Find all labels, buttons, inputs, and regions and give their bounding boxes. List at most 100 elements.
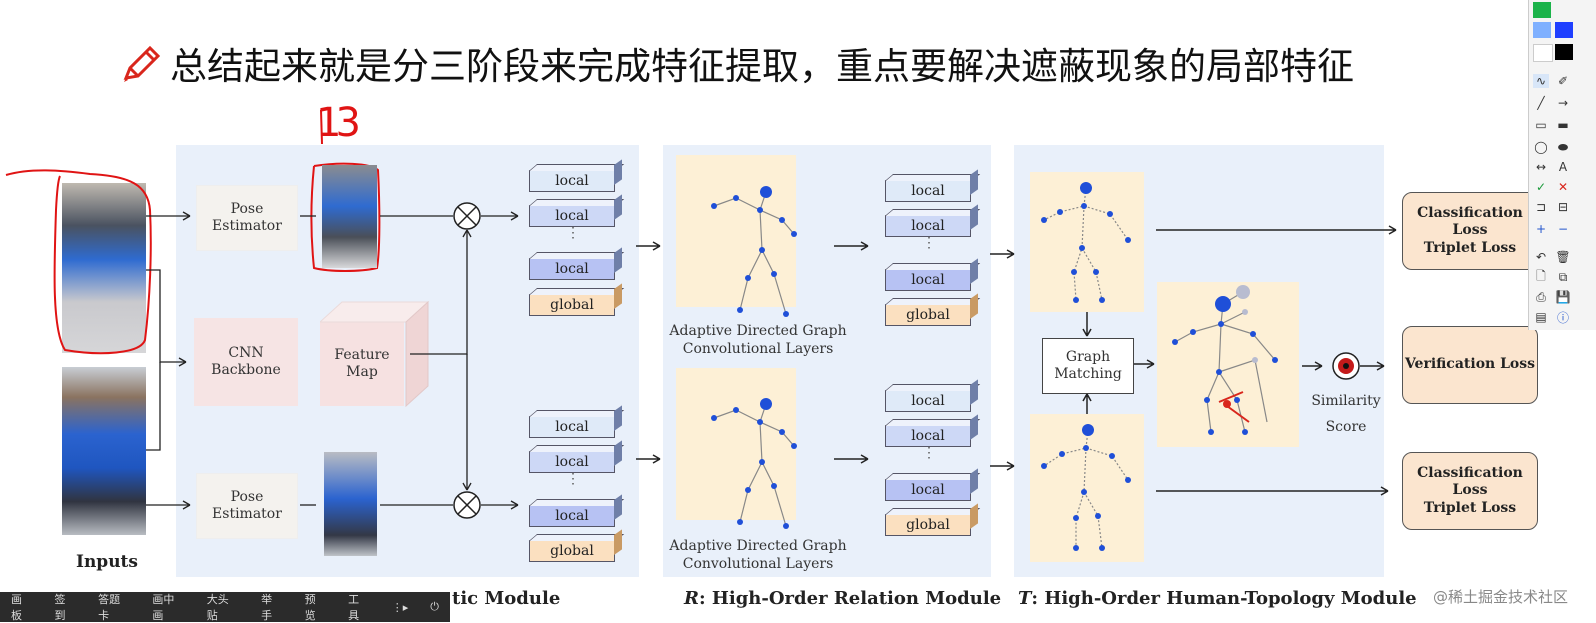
- input-image-top: [62, 183, 146, 353]
- token-r-bottom-1: local: [885, 390, 971, 412]
- rectangle-tool-icon[interactable]: ▭: [1535, 118, 1547, 132]
- cnn-line2: Backbone: [211, 362, 281, 378]
- token-r-top-1: local: [885, 180, 971, 202]
- module-r-letter: R: [684, 588, 699, 609]
- arrows-r-to-t: [990, 249, 1015, 471]
- feature-line1: Feature: [334, 346, 390, 363]
- toolbar-item-board[interactable]: 画板: [11, 593, 22, 622]
- graph-matching-line1: Graph: [1065, 348, 1111, 365]
- check-icon[interactable]: ✓: [1535, 180, 1547, 194]
- token-s-top-2: local: [529, 205, 615, 227]
- loss-top-line1: Classification Loss: [1417, 204, 1523, 239]
- line-tool-icon[interactable]: ╱: [1537, 96, 1545, 110]
- loss-bottom-line1: Classification Loss: [1417, 464, 1523, 499]
- pose-image-bottom: [324, 452, 377, 556]
- color-swatch-white[interactable]: [1533, 44, 1553, 62]
- cross-icon[interactable]: ✕: [1557, 180, 1569, 194]
- adg-caption-top-2: Convolutional Layers: [682, 341, 834, 358]
- topology-output-arrows: [1156, 225, 1397, 496]
- annotation-number: 13: [316, 100, 361, 146]
- color-swatch-lightblue[interactable]: [1533, 22, 1551, 38]
- drawing-palette: ∿ ✐ ╱ → ▭ ▬ ◯ ⬬ ↔ A ✓ ✕ ⊐ ⊟ + − ↶ 🗑 🗋 ⧉ …: [1528, 0, 1596, 330]
- plus-icon[interactable]: +: [1535, 222, 1547, 236]
- inputs-label: Inputs: [76, 552, 138, 572]
- arrows-r-internal: [834, 241, 869, 464]
- skeleton-graph-t-top: [1041, 182, 1131, 303]
- token-s-bottom-ellipsis: ⋮: [566, 471, 580, 487]
- token-s-bottom-2: local: [529, 451, 615, 473]
- feature-map: Feature Map: [320, 322, 404, 406]
- loss-box-bottom: Classification Loss Triplet Loss: [1402, 452, 1538, 530]
- info-icon[interactable]: ⓘ: [1556, 310, 1569, 325]
- double-arrow-icon[interactable]: ↔: [1535, 160, 1547, 174]
- topology-graph-top: [1030, 172, 1144, 312]
- token-r-top-3: local: [885, 269, 971, 291]
- toolbar-item-preview[interactable]: 预览: [304, 593, 316, 622]
- skeleton-graph-t-bottom: [1041, 424, 1131, 551]
- token-s-top-global: global: [529, 294, 615, 316]
- new-page-icon[interactable]: 🗋: [1536, 268, 1546, 283]
- toolbar-more-icon[interactable]: ⋮▸: [391, 600, 409, 614]
- color-swatch-blue[interactable]: [1555, 22, 1573, 38]
- pencil-icon: [123, 45, 161, 82]
- token-s-bottom-3: local: [529, 505, 615, 527]
- token-r-top-2: local: [885, 215, 971, 237]
- token-s-top-3: local: [529, 258, 615, 280]
- loss-top-line2: Triplet Loss: [1423, 239, 1517, 256]
- pen-tool-icon[interactable]: ∿: [1533, 74, 1549, 88]
- module-t-text: : High-Order Human-Topology Module: [1031, 588, 1417, 609]
- module-label-s: tic Module: [452, 588, 561, 609]
- similarity-target-icon: [1332, 352, 1360, 380]
- token-r-top-global: global: [885, 304, 971, 326]
- loss-box-top: Classification Loss Triplet Loss: [1402, 192, 1538, 270]
- bracket-icon[interactable]: ⊐: [1535, 200, 1547, 214]
- module-label-t: T: High-Order Human-Topology Module: [1018, 588, 1417, 609]
- arrow-tool-icon[interactable]: →: [1557, 96, 1569, 110]
- toolbar-item-signin[interactable]: 签到: [54, 593, 66, 622]
- skeleton-graph-r-bottom: [711, 398, 797, 529]
- adg-caption-top: Adaptive Directed Graph Convolutional La…: [668, 322, 848, 358]
- undo-icon[interactable]: ↶: [1535, 250, 1547, 264]
- similarity-score: Similarity Score: [1306, 388, 1386, 440]
- watermark: @稀土掘金技术社区: [1432, 588, 1568, 606]
- color-swatch-green[interactable]: [1533, 2, 1551, 18]
- pose-image-top: [322, 165, 377, 268]
- callout-icon[interactable]: ⊟: [1557, 200, 1569, 214]
- token-r-bottom-2: local: [885, 425, 971, 447]
- save-icon[interactable]: 💾: [1555, 290, 1571, 304]
- print-icon[interactable]: ⎙: [1536, 289, 1546, 304]
- graph-matching-arrows: [1082, 312, 1155, 414]
- minus-icon[interactable]: −: [1557, 222, 1569, 236]
- token-r-bottom-global: global: [885, 514, 971, 536]
- power-icon[interactable]: ⏻: [430, 600, 439, 613]
- toolbar-item-raise-hand[interactable]: 举手: [261, 593, 273, 622]
- toolbar-item-tools[interactable]: 工具: [348, 593, 360, 622]
- ellipse-tool-icon[interactable]: ◯: [1534, 140, 1548, 154]
- bottom-toolbar: 画板 签到 答题卡 画中画 大头贴 举手 预览 工具 ⋮▸ ⏻: [0, 592, 450, 622]
- toolbar-item-pip[interactable]: 画中画: [152, 593, 175, 622]
- text-tool-icon[interactable]: A: [1558, 160, 1568, 174]
- token-s-bottom-1: local: [529, 416, 615, 438]
- trash-icon[interactable]: 🗑: [1555, 250, 1571, 264]
- toolbar-item-sticker[interactable]: 大头贴: [206, 593, 229, 622]
- input-image-bottom: [62, 367, 146, 535]
- color-swatch-black[interactable]: [1555, 44, 1573, 60]
- toolbar-item-answer-card[interactable]: 答题卡: [98, 593, 121, 622]
- circle-times-icon-bottom: [453, 491, 481, 519]
- filled-rectangle-icon[interactable]: ▬: [1557, 118, 1569, 132]
- adg-caption-bottom: Adaptive Directed Graph Convolutional La…: [668, 537, 848, 573]
- similarity-line1: Similarity: [1311, 393, 1381, 409]
- arrows-s-to-r: [636, 241, 661, 464]
- copy-icon[interactable]: ⧉: [1558, 269, 1568, 284]
- module-r-text: : High-Order Relation Module: [698, 588, 1002, 609]
- cnn-line1: CNN: [228, 344, 264, 361]
- feature-line2: Map: [346, 364, 378, 380]
- panel-icon[interactable]: ▤: [1535, 310, 1547, 324]
- skeleton-graph-r-top: [711, 186, 797, 317]
- eraser-icon[interactable]: ✐: [1557, 74, 1569, 88]
- adg-caption-top-1: Adaptive Directed Graph: [669, 323, 847, 339]
- filled-ellipse-icon[interactable]: ⬬: [1557, 139, 1569, 154]
- module-label-r: R: High-Order Relation Module: [684, 588, 1001, 609]
- pose-estimator-bottom: Pose Estimator: [196, 473, 298, 539]
- circle-times-icon-top: [453, 202, 481, 230]
